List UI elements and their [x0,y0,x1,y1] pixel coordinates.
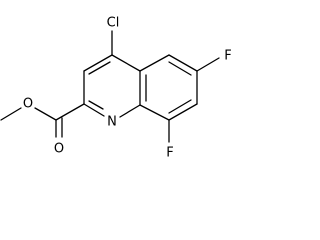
fluorine-upper-atom-label: F [224,49,231,64]
bond-c8-c8a [139,104,170,121]
molecule-structure: Cl F F N O O [0,16,232,161]
chlorine-atom-label: Cl [107,16,120,31]
bond-c7-c8 [168,103,198,121]
bond-c2-carbonyl [55,103,85,121]
bond-oester-methyl [0,107,22,121]
bond-n1-c8a [119,104,141,118]
bond-c6-f [196,57,220,72]
nitrogen-atom-label: N [107,115,117,130]
bond-c5-c6 [168,54,198,72]
bond-c4a-c5 [139,54,170,72]
bond-c5-c6-inner [168,61,192,76]
bond-c4-c3-inner [88,61,111,75]
carbonyl-oxygen-atom-label: O [54,142,64,157]
bond-c2-n1 [83,103,105,117]
bond-c7-c8-inner [168,99,192,114]
bond-carbonyl-oester [34,107,57,121]
bond-c4a-c4 [111,54,141,72]
bond-c2-n1-inner [88,100,104,110]
fluorine-lower-atom-label: F [166,146,173,161]
ester-oxygen-atom-label: O [23,97,33,112]
bond-c4-c3 [83,54,113,72]
